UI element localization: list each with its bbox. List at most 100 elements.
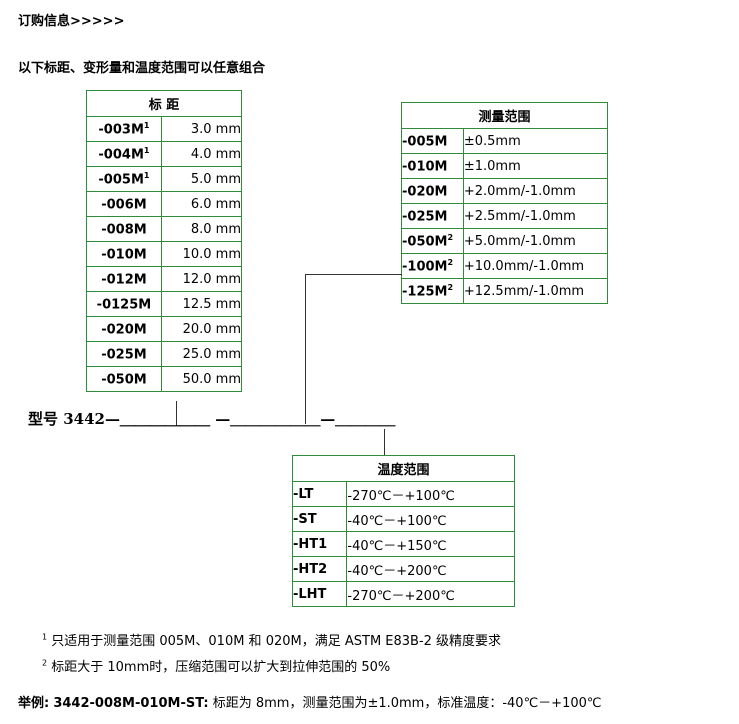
gauge-length-header: 标 距 — [86, 90, 242, 117]
measurement-range-row-value: +2.5mm/-1.0mm — [462, 203, 609, 229]
gauge-length-row-code: -0125M — [86, 291, 162, 317]
temperature-range-header: 温度范围 — [292, 455, 515, 482]
code-text: -020M — [101, 322, 147, 338]
measurement-range-row: -005M±0.5mm — [401, 128, 609, 154]
temperature-range-row: -ST -40℃－+100℃ — [291, 506, 515, 532]
temperature-range-row-code: -LHT — [291, 581, 348, 607]
code-text: -003M — [98, 122, 144, 138]
gauge-length-row: -025M 25.0 mm — [86, 341, 243, 367]
measurement-range-row: -100M2+10.0mm/-1.0mm — [401, 253, 609, 279]
gauge-length-row-code: -008M — [86, 216, 162, 242]
footnote-2-text: 标距大于 10mm时，压缩范围可以扩大到拉伸范围的 50% — [51, 660, 391, 675]
gauge-length-row-value: 3.0 mm — [160, 116, 243, 142]
code-text: -010M — [402, 159, 448, 175]
gauge-length-row-code: -005M1 — [86, 166, 162, 192]
temperature-range-row-value: -40℃－+150℃ — [346, 531, 515, 557]
code-text: -005M — [98, 172, 144, 188]
connector-range-vertical — [305, 274, 306, 424]
gauge-length-row-code: -010M — [86, 241, 162, 267]
gauge-length-row-value: 50.0 mm — [160, 366, 243, 392]
code-text: -006M — [101, 197, 147, 213]
temperature-range-row-code: -HT2 — [291, 556, 348, 582]
footnote-2: 2 标距大于 10mm时，压缩范围可以扩大到拉伸范围的 50% — [42, 656, 390, 675]
footnote-marker: 1 — [143, 120, 150, 130]
gauge-length-row-value: 5.0 mm — [160, 166, 243, 192]
code-text: -125M — [402, 284, 448, 300]
gauge-length-row-value: 10.0 mm — [160, 241, 243, 267]
measurement-range-row-value: +5.0mm/-1.0mm — [462, 228, 609, 254]
code-text: -LT — [293, 486, 314, 502]
temperature-range-row-value: -40℃－+100℃ — [346, 506, 515, 532]
gauge-length-row: -008M 8.0 mm — [86, 216, 243, 242]
measurement-range-row-value: ±1.0mm — [462, 153, 609, 179]
temperature-range-row-code: -LT — [291, 481, 348, 507]
gauge-length-row: -010M 10.0 mm — [86, 241, 243, 267]
temperature-range-row-code: -HT1 — [291, 531, 348, 557]
gauge-length-row-value: 25.0 mm — [160, 341, 243, 367]
gauge-length-row-code: -004M1 — [86, 141, 162, 167]
temperature-range-row: -LT-270℃－+100℃ — [291, 481, 515, 507]
code-text: -010M — [101, 247, 147, 263]
measurement-range-row-code: -050M2 — [401, 228, 464, 254]
gauge-length-row-value: 20.0 mm — [160, 316, 243, 342]
footnote-marker: 1 — [143, 170, 150, 180]
measurement-range-row-code: -005M — [401, 128, 464, 154]
measurement-range-row-code: -125M2 — [401, 278, 464, 304]
measurement-range-row-code: -020M — [401, 178, 464, 204]
footnote-marker: 2 — [447, 282, 454, 292]
code-text: -025M — [402, 209, 448, 225]
measurement-range-row-code: -100M2 — [401, 253, 464, 279]
connector-temperature — [384, 429, 385, 455]
footnote-1: 1 只适用于测量范围 005M、010M 和 020M，满足 ASTM E83B… — [42, 630, 501, 649]
code-text: -050M — [402, 234, 448, 250]
code-text: -100M — [402, 259, 448, 275]
temperature-range-table: 温度范围 -LT-270℃－+100℃ -ST -40℃－+100℃ -HT1 -40℃… — [291, 455, 515, 607]
code-text: -020M — [402, 184, 448, 200]
example-code: 3442-008M-010M-ST: — [53, 696, 209, 711]
code-text: -025M — [101, 347, 147, 363]
measurement-range-row-value: ±0.5mm — [462, 128, 609, 154]
gauge-length-row-value: 6.0 mm — [160, 191, 243, 217]
temperature-range-row-code: -ST — [291, 506, 348, 532]
measurement-range-row: -025M +2.5mm/-1.0mm — [401, 203, 609, 229]
gauge-length-row-value: 12.0 mm — [160, 266, 243, 292]
gauge-length-row-value: 12.5 mm — [160, 291, 243, 317]
connector-range-horizontal — [305, 274, 402, 275]
footnote-marker: 2 — [447, 232, 454, 242]
code-text: -LHT — [293, 586, 327, 602]
measurement-range-row: -050M2+5.0mm/-1.0mm — [401, 228, 609, 254]
temperature-range-row: -HT2 -40℃－+200℃ — [291, 556, 515, 582]
gauge-length-row-value: 4.0 mm — [160, 141, 243, 167]
section-subtitle: 以下标距、变形量和温度范围可以任意组合 — [18, 61, 266, 76]
gauge-length-row: -003M1 3.0 mm — [86, 116, 243, 142]
footnote-1-text: 只适用于测量范围 005M、010M 和 020M，满足 ASTM E83B-2… — [51, 634, 502, 649]
measurement-range-table: 测量范围 -005M±0.5mm-010M±1.0mm-020M+2.0mm/-… — [401, 102, 609, 304]
code-text: -HT2 — [293, 561, 328, 577]
measurement-range-row-code: -010M — [401, 153, 464, 179]
footnote-marker: 1 — [143, 145, 150, 155]
gauge-length-row-value: 8.0 mm — [160, 216, 243, 242]
temperature-range-row: -LHT -270℃－+200℃ — [291, 581, 515, 607]
code-text: -ST — [293, 511, 317, 527]
gauge-length-row-code: -025M — [86, 341, 162, 367]
measurement-range-row: -010M ±1.0mm — [401, 153, 609, 179]
gauge-length-row-code: -006M — [86, 191, 162, 217]
code-text: -012M — [101, 272, 147, 288]
code-text: -008M — [101, 222, 147, 238]
section-title: 订购信息>>>>> — [18, 14, 125, 29]
measurement-range-row-value: +2.0mm/-1.0mm — [462, 178, 609, 204]
example-label: 举例: — [18, 696, 50, 711]
gauge-length-row-code: -050M — [86, 366, 162, 392]
measurement-range-row-value: +12.5mm/-1.0mm — [462, 278, 609, 304]
temperature-range-row-value: -40℃－+200℃ — [346, 556, 515, 582]
footnote-marker: 2 — [447, 257, 454, 267]
gauge-length-row-code: -020M — [86, 316, 162, 342]
code-text: -HT1 — [293, 536, 328, 552]
temperature-range-row-value: -270℃－+200℃ — [346, 581, 515, 607]
measurement-range-row: -125M2+12.5mm/-1.0mm — [401, 278, 609, 304]
temperature-range-row: -HT1 -40℃－+150℃ — [291, 531, 515, 557]
